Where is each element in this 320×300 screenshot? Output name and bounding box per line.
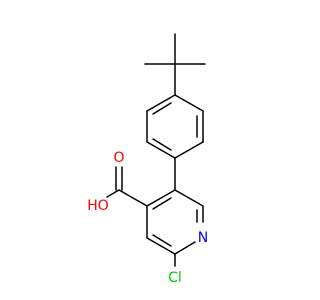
hydroxyl-oxygen-label: HO [87, 198, 109, 214]
molecule-structure: HO O N Cl [87, 33, 208, 286]
bond [174, 189, 204, 207]
bond [146, 94, 176, 112]
bond [146, 237, 176, 255]
carbonyl-oxygen-label: O [113, 150, 124, 166]
bond [174, 241, 196, 255]
bond [152, 102, 172, 115]
bond [146, 189, 176, 207]
bond [174, 141, 204, 159]
bond [118, 189, 148, 207]
chlorine-label: Cl [168, 270, 182, 286]
atom-labels: HO O N Cl [87, 150, 208, 286]
bond [152, 138, 172, 151]
ring-nitrogen-label: N [198, 230, 208, 246]
bond [152, 234, 172, 247]
bond [152, 197, 172, 210]
bond [174, 94, 204, 112]
bond [106, 189, 120, 198]
bond-lines [106, 33, 206, 267]
bond [146, 141, 176, 159]
